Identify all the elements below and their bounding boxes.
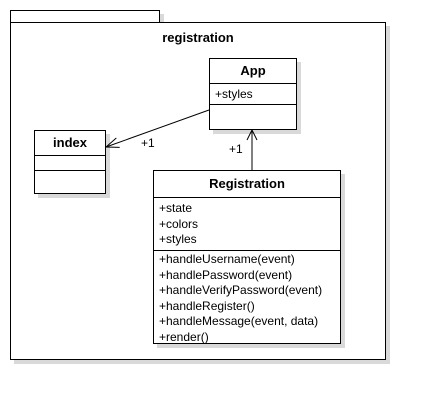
- registration-attributes: +state +colors +styles: [154, 198, 340, 250]
- app-class-box[interactable]: App +styles: [209, 58, 297, 130]
- app-attributes: +styles: [210, 84, 296, 104]
- package-tab: [10, 10, 160, 23]
- index-class-box[interactable]: index: [34, 130, 106, 194]
- registration-class-name: Registration: [209, 176, 285, 191]
- package-title: registration: [162, 30, 234, 45]
- app-attribute: +styles: [215, 87, 253, 101]
- registration-class-box[interactable]: Registration +state +colors +styles +han…: [153, 170, 341, 344]
- registration-operation: +render(): [159, 329, 209, 344]
- registration-operation: +handleVerifyPassword(event): [159, 283, 323, 297]
- registration-app-arrowhead: [246, 128, 258, 141]
- registration-attribute: +colors: [159, 216, 199, 231]
- registration-attribute: +state: [159, 201, 193, 215]
- index-name-separator: [35, 155, 105, 156]
- index-attributes: [35, 156, 105, 170]
- app-index-arrowhead: [104, 137, 120, 148]
- index-attr-separator: [35, 170, 105, 171]
- registration-attribute: +styles: [159, 232, 197, 246]
- registration-app-multiplicity: +1: [229, 142, 243, 156]
- app-class-name: App: [240, 63, 266, 78]
- registration-operation: +handleMessage(event, data): [159, 314, 319, 328]
- registration-attr-separator: [154, 250, 340, 251]
- app-index-multiplicity: +1: [141, 136, 155, 150]
- registration-name-separator: [154, 197, 340, 198]
- registration-operation: +handlePassword(event): [159, 267, 293, 282]
- registration-operation: +handleUsername(event): [159, 252, 295, 266]
- index-class-name: index: [53, 135, 87, 150]
- registration-operations: +handleUsername(event) +handlePassword(e…: [154, 251, 340, 345]
- registration-operation: +handleRegister(): [159, 298, 255, 313]
- app-attr-separator: [210, 104, 296, 105]
- app-name-separator: [210, 83, 296, 84]
- app-index-association-line: [105, 109, 210, 148]
